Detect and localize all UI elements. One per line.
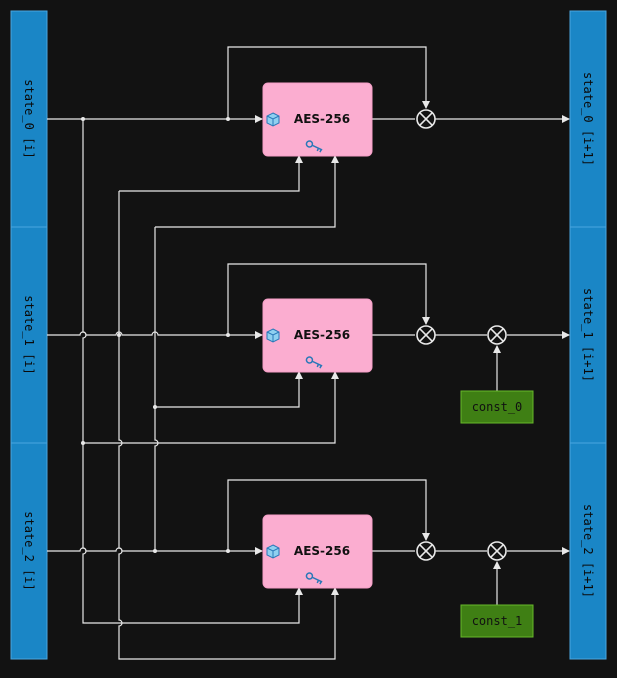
key-icon: [305, 572, 323, 585]
wire-bus-state2: [154, 227, 159, 551]
xor-icon: [416, 325, 436, 345]
wire-row0-bypass: [227, 46, 430, 119]
xor-icon: [416, 109, 436, 129]
input-state-1-block: [10, 226, 48, 444]
key-icon: [305, 140, 323, 153]
wire-state2-to-aes0-key: [155, 155, 339, 228]
output-state-1-label: state_1 [i+1]: [581, 288, 595, 382]
cube-icon: [266, 112, 280, 127]
output-state-2-block: [569, 442, 607, 660]
key-icon: [305, 356, 323, 369]
output-state-0-block: [569, 10, 607, 228]
input-state-0-block: [10, 10, 48, 228]
junction-dot: [226, 549, 230, 553]
xor-icon: [416, 541, 436, 561]
const-0-label: const_0: [472, 400, 523, 414]
junction-dot: [153, 549, 157, 553]
input-state-2-block: [10, 442, 48, 660]
output-state-0-label: state_0 [i+1]: [581, 72, 595, 166]
const-1: const_1: [460, 604, 534, 638]
aes-block-2-label: AES-256: [294, 544, 350, 558]
input-state-2-label: state_2 [i]: [22, 511, 36, 590]
const-0-box: [460, 390, 534, 424]
cube-icon: [266, 544, 280, 559]
aes-block-1: AES-256: [262, 298, 373, 373]
input-column: state_0 [i] state_1 [i] state_2 [i]: [10, 10, 48, 660]
const-1-box: [460, 604, 534, 638]
aes-block-1-box: [262, 298, 373, 373]
input-state-1-label: state_1 [i]: [22, 295, 36, 374]
wire-state2-to-aes1-data: [155, 371, 303, 408]
aes-block-0-label: AES-256: [294, 112, 350, 126]
aes-block-2: AES-256: [262, 514, 373, 589]
wire-bus-state1: [118, 191, 339, 660]
aes-block-0-box: [262, 82, 373, 157]
junction-dot: [81, 117, 85, 121]
wire-row2-bypass: [227, 479, 430, 551]
output-column: state_0 [i+1] state_1 [i+1] state_2 [i+1…: [569, 10, 607, 660]
wire-row1-bypass: [227, 263, 430, 335]
junction-dot: [226, 333, 230, 337]
wire-state0-to-aes1-key: [83, 371, 339, 444]
aes-block-0: AES-256: [262, 82, 373, 157]
input-state-0-label: state_0 [i]: [22, 79, 36, 158]
xor-icon: [487, 541, 507, 561]
junction-dot: [81, 441, 85, 445]
wire-state1-to-aes0-data: [119, 155, 303, 192]
cube-icon: [266, 328, 280, 343]
aes-block-1-label: AES-256: [294, 328, 350, 342]
junction-dot: [117, 333, 121, 337]
aes-block-2-box: [262, 514, 373, 589]
junction-dot: [153, 405, 157, 409]
xor-icon: [487, 325, 507, 345]
junctions: [81, 117, 230, 553]
junction-dot: [226, 117, 230, 121]
output-state-2-label: state_2 [i+1]: [581, 504, 595, 598]
const-0: const_0: [460, 390, 534, 424]
wire-bus-state0: [82, 119, 303, 624]
const-1-label: const_1: [472, 614, 523, 628]
